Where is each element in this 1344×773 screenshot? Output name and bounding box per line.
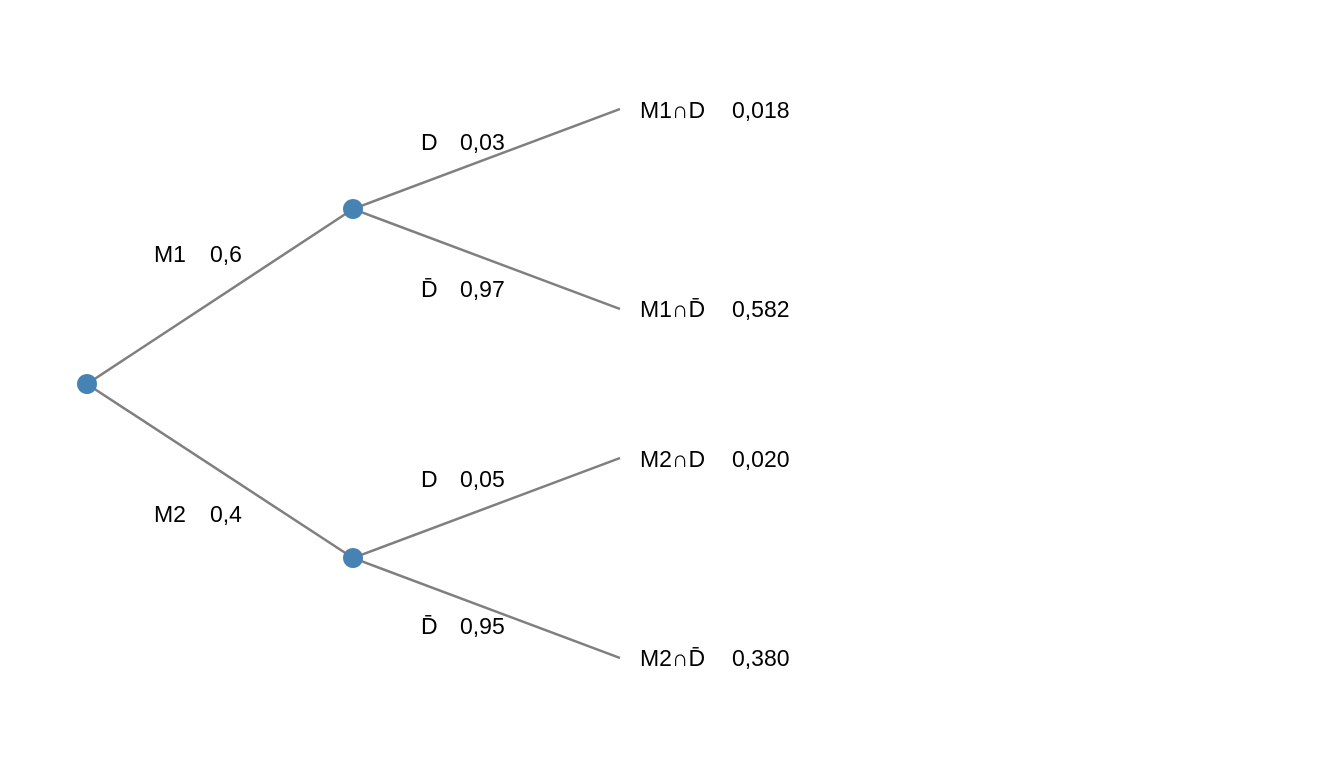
branch-label-m1-probability: 0,6 xyxy=(210,241,242,267)
branch-label-m2-dbar-event: D̄ xyxy=(421,613,438,639)
leaf-label-m1-d-probability: 0,018 xyxy=(732,97,790,123)
branch-label-m2-event: M2 xyxy=(154,501,186,527)
node-m2 xyxy=(343,548,363,568)
edge-m2-d xyxy=(352,456,621,560)
node-m1 xyxy=(343,199,363,219)
branch-label-m1-d-event: D xyxy=(421,129,438,155)
leaf-label-m2-d-outcome: M2∩D xyxy=(640,446,705,472)
edge-m2-dbar xyxy=(352,556,621,660)
leaf-label-m1-dbar-outcome: M1∩D̄ xyxy=(640,296,705,322)
branch-label-m2-probability: 0,4 xyxy=(210,501,242,527)
edge-m1-d xyxy=(352,107,621,211)
leaf-label-m2-d-probability: 0,020 xyxy=(732,446,790,472)
leaf-label-m1-d-outcome: M1∩D xyxy=(640,97,705,123)
branch-label-m1-dbar-event: D̄ xyxy=(421,276,438,302)
edge-root-m2 xyxy=(86,382,354,560)
leaf-label-m1-dbar-probability: 0,582 xyxy=(732,296,790,322)
branch-label-m1-d-probability: 0,03 xyxy=(460,129,505,155)
root-node xyxy=(77,374,97,394)
branch-label-m2-d-event: D xyxy=(421,466,438,492)
edge-root-m1 xyxy=(86,207,354,386)
edge-m1-dbar xyxy=(352,207,621,311)
branch-label-m1-dbar-probability: 0,97 xyxy=(460,276,505,302)
branch-label-m2-dbar-probability: 0,95 xyxy=(460,613,505,639)
leaf-label-m2-dbar-outcome: M2∩D̄ xyxy=(640,645,705,671)
branch-label-m1-event: M1 xyxy=(154,241,186,267)
leaf-label-m2-dbar-probability: 0,380 xyxy=(732,645,790,671)
branch-label-m2-d-probability: 0,05 xyxy=(460,466,505,492)
